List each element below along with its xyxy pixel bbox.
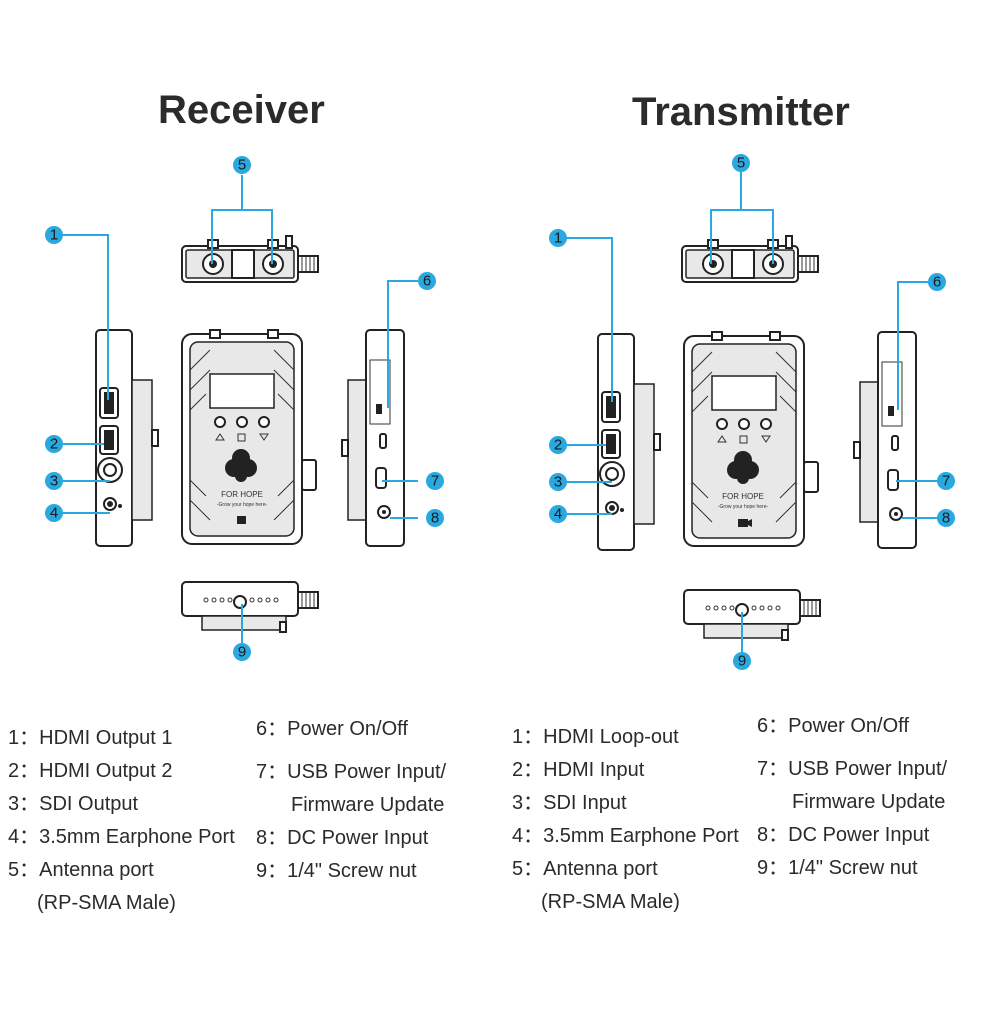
callout-2: [549, 436, 567, 454]
legend-item: 3：SDI Output: [8, 793, 139, 815]
svg-text:1: 1: [554, 230, 562, 247]
legend-item: 6：Power On/Off: [757, 715, 909, 737]
callout-3: [549, 473, 567, 491]
legend-item: 4：3.5mm Earphone Port: [8, 826, 235, 848]
callout-1: [549, 229, 567, 247]
legend-item: 1：HDMI Output 1: [8, 727, 173, 749]
callout-8: [426, 509, 444, 527]
transmitter-front-view: [683, 331, 819, 547]
svg-text:7: 7: [431, 473, 439, 490]
legend-item: 7：USB Power Input/: [757, 758, 948, 780]
callout-9: [733, 652, 751, 670]
transmitter-brand: FOR HOPE: [722, 492, 764, 501]
svg-text:3: 3: [50, 473, 58, 490]
callout-3: [45, 472, 63, 490]
svg-text:5: 5: [238, 157, 246, 174]
tally-icon: [237, 516, 246, 524]
transmitter-legend-right: 6：Power On/Off 7：USB Power Input/ Firmwa…: [757, 710, 947, 885]
svg-text:9: 9: [738, 653, 746, 670]
legend-item: Firmware Update: [291, 794, 445, 816]
receiver-legend-left: 1：HDMI Output 1 2：HDMI Output 2 3：SDI Ou…: [8, 722, 235, 920]
legend-item: 9：1/4" Screw nut: [256, 860, 417, 882]
legend-item: (RP-SMA Male): [541, 891, 680, 913]
svg-text:6: 6: [933, 274, 941, 291]
callout-7: [937, 472, 955, 490]
transmitter-bottom-view: [683, 589, 821, 641]
transmitter-tagline: -Grow your hope here-: [718, 504, 769, 510]
receiver-leader-lines: [62, 175, 418, 643]
callout-6: [418, 272, 436, 290]
legend-item: 4：3.5mm Earphone Port: [512, 825, 739, 847]
legend-item: 9：1/4" Screw nut: [757, 857, 918, 879]
legend-item: 5：Antenna port: [8, 859, 154, 881]
legend-item: 3：SDI Input: [512, 792, 627, 814]
legend-item: Firmware Update: [792, 791, 946, 813]
callout-5: [233, 156, 251, 174]
legend-item: (RP-SMA Male): [37, 892, 176, 914]
transmitter-legend-left: 1：HDMI Loop-out 2：HDMI Input 3：SDI Input…: [512, 721, 739, 919]
svg-text:4: 4: [554, 506, 562, 523]
legend-item: 8：DC Power Input: [757, 824, 930, 846]
legend-item: 8：DC Power Input: [256, 827, 429, 849]
svg-text:9: 9: [238, 644, 246, 661]
svg-text:6: 6: [423, 273, 431, 290]
transmitter-leader-lines: [566, 172, 938, 652]
legend-item: 1：HDMI Loop-out: [512, 726, 679, 748]
svg-text:1: 1: [50, 227, 58, 244]
callout-4: [45, 504, 63, 522]
callout-6: [928, 273, 946, 291]
svg-text:2: 2: [554, 437, 562, 454]
receiver-right-view: [341, 329, 405, 547]
receiver-title: Receiver: [158, 88, 325, 132]
camera-icon: [738, 519, 752, 527]
svg-text:3: 3: [554, 474, 562, 491]
callout-8: [937, 509, 955, 527]
svg-text:7: 7: [942, 473, 950, 490]
receiver-bottom-view: [181, 581, 319, 633]
receiver-tagline: -Grow your hope here-: [217, 502, 268, 508]
callout-1: [45, 226, 63, 244]
receiver-brand: FOR HOPE: [221, 490, 263, 499]
svg-text:4: 4: [50, 505, 58, 522]
legend-item: 6：Power On/Off: [256, 718, 408, 740]
svg-text:8: 8: [431, 510, 439, 527]
transmitter-top-view: [681, 235, 819, 283]
receiver-device-icon: FOR HOPE -Grow your hope here-: [95, 235, 405, 633]
svg-text:5: 5: [737, 155, 745, 172]
callout-7: [426, 472, 444, 490]
legend-item: 2：HDMI Input: [512, 759, 645, 781]
receiver-legend-right: 6：Power On/Off 7：USB Power Input/ Firmwa…: [256, 713, 446, 888]
callout-2: [45, 435, 63, 453]
legend-item: 7：USB Power Input/: [256, 761, 447, 783]
legend-item: 2：HDMI Output 2: [8, 760, 173, 782]
transmitter-callouts: 1 2 3 4 5 6 7 8 9: [549, 154, 955, 670]
svg-text:8: 8: [942, 510, 950, 527]
receiver-top-view: [181, 235, 319, 283]
transmitter-device-icon: FOR HOPE -Grow your hope here-: [597, 235, 917, 641]
transmitter-left-view: [597, 333, 661, 551]
callout-5: [732, 154, 750, 172]
receiver-front-view: [181, 329, 317, 545]
transmitter-right-view: [853, 331, 917, 549]
callout-9: [233, 643, 251, 661]
receiver-callouts: 1 2 3 4 5 6 7 8 9: [45, 156, 444, 661]
svg-text:2: 2: [50, 436, 58, 453]
legend-item: 5：Antenna port: [512, 858, 658, 880]
callout-4: [549, 505, 567, 523]
transmitter-title: Transmitter: [632, 90, 850, 134]
